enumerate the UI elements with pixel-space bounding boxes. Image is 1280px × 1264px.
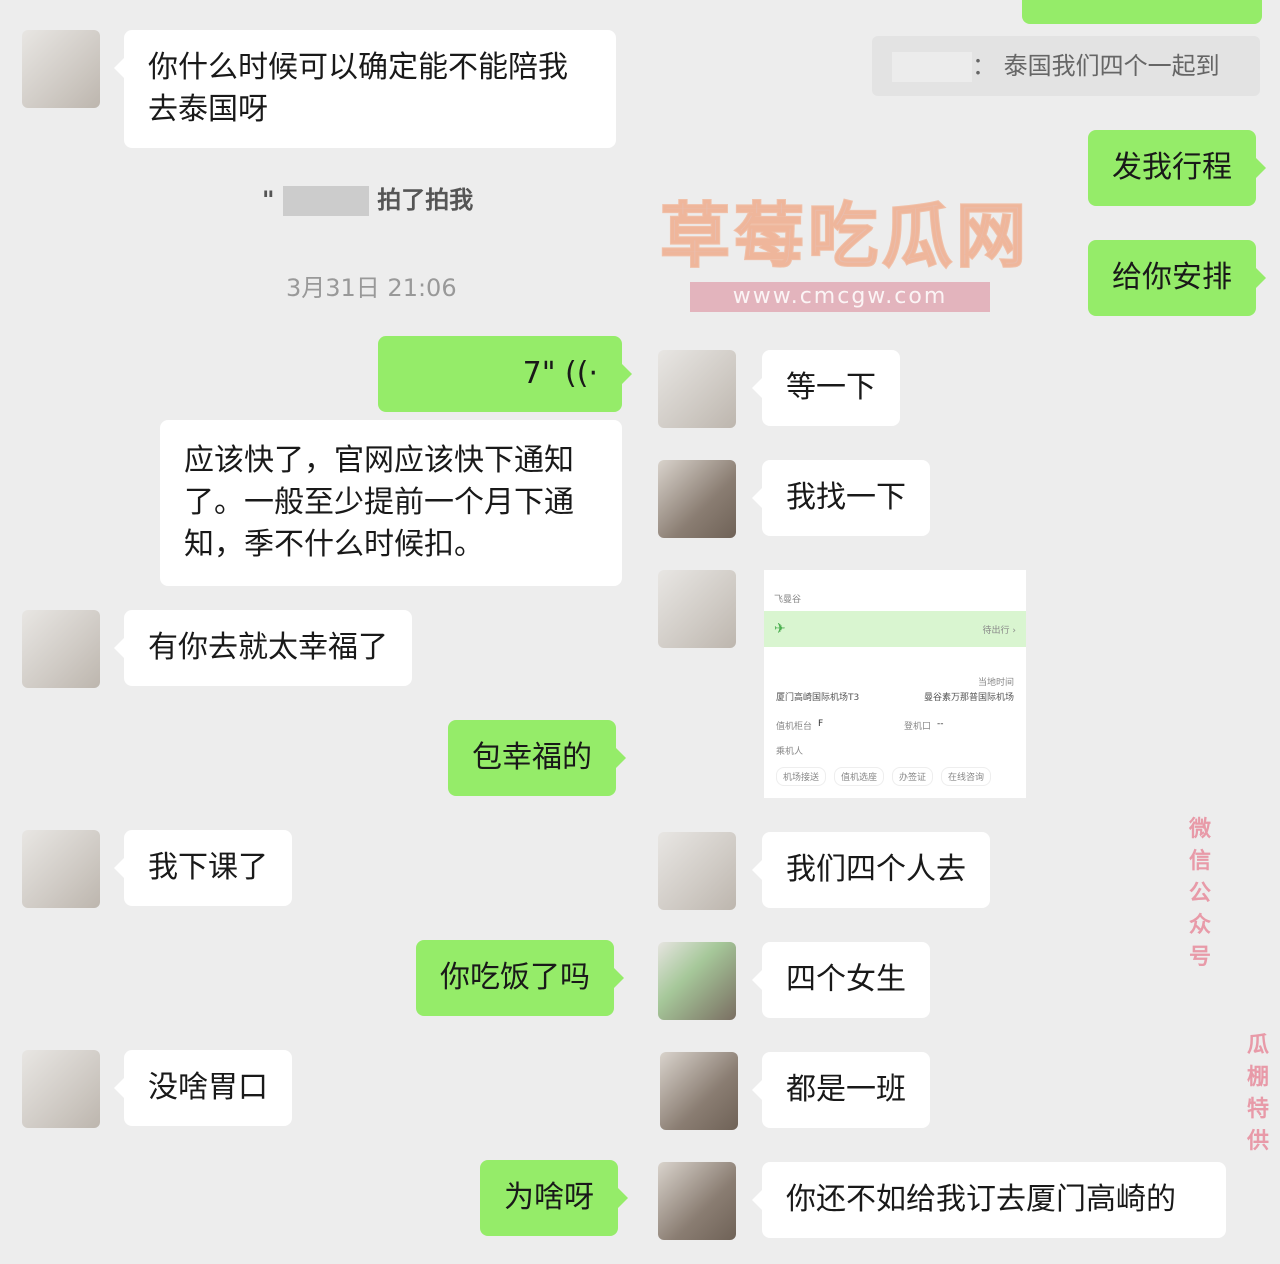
message-bubble: 有你去就太幸福了	[114, 610, 412, 686]
avatar[interactable]	[22, 610, 100, 688]
pat-notice: " 拍了拍我	[262, 186, 474, 216]
checkin-label: 值机柜台	[776, 722, 813, 732]
message-bubble: 你吃饭了吗	[416, 940, 624, 1016]
site-watermark: 草莓吃瓜网	[659, 194, 1030, 278]
quote-message[interactable]: ： 泰国我们四个一起到	[872, 36, 1260, 96]
vertical-watermark: 瓜棚特供	[1246, 1033, 1269, 1154]
message-bubble: 给你安排	[1088, 240, 1266, 316]
message-bubble: 包幸福的	[448, 720, 626, 796]
message-bubble: 我们四个人去	[752, 832, 990, 908]
quote-text: 泰国我们四个一起到	[1003, 52, 1220, 80]
card-header: 飞曼谷	[774, 595, 802, 605]
avatar[interactable]	[22, 1050, 100, 1128]
blurred-name	[282, 186, 369, 216]
plane-icon: ✈	[774, 621, 786, 637]
avatar[interactable]	[22, 830, 100, 908]
message-bubble-partial	[1022, 0, 1262, 24]
message-bubble: 我找一下	[752, 460, 930, 536]
blurred-name	[892, 52, 972, 82]
timestamp: 3月31日 21:06	[286, 274, 457, 302]
arrival-airport: 曼谷素万那普国际机场	[923, 693, 1014, 703]
message-bubble: 我下课了	[114, 830, 292, 906]
message-bubble: 为啥呀	[480, 1160, 628, 1236]
avatar[interactable]	[658, 942, 736, 1020]
card-action: 办签证	[892, 767, 934, 786]
voice-message[interactable]: 7" ((·	[378, 336, 632, 412]
card-action: 机场接送	[776, 767, 827, 786]
avatar[interactable]	[658, 832, 736, 910]
url-watermark: www.cmcgw.com	[690, 282, 990, 312]
passenger-label: 乘机人	[776, 747, 804, 757]
gate-label: 登机口	[904, 722, 932, 732]
avatar[interactable]	[658, 460, 736, 538]
avatar[interactable]	[660, 1052, 738, 1130]
departure-airport: 厦门高崎国际机场T3	[776, 693, 860, 703]
flight-screenshot-image[interactable]: 飞曼谷 ✈ 待出行 › 当地时间 厦门高崎国际机场T3 曼谷素万那普国际机场 值…	[764, 570, 1026, 798]
message-bubble: 你还不如给我订去厦门高崎的	[752, 1162, 1226, 1238]
gate-value: --	[937, 719, 944, 729]
message-bubble: 发我行程	[1088, 130, 1266, 206]
avatar[interactable]	[658, 570, 736, 648]
card-action: 在线咨询	[941, 767, 992, 786]
avatar[interactable]	[22, 30, 100, 108]
pat-text: 拍了拍我	[377, 186, 474, 214]
message-bubble: 都是一班	[752, 1052, 930, 1128]
card-action: 值机选座	[834, 767, 885, 786]
vertical-watermark: 微信公众号	[1188, 817, 1211, 970]
message-bubble: 四个女生	[752, 942, 930, 1018]
status-text: 待出行 ›	[982, 625, 1016, 636]
avatar[interactable]	[658, 350, 736, 428]
message-bubble: 应该快了，官网应该快下通知了。一般至少提前一个月下通知，季不什么时候扣。	[160, 420, 622, 586]
message-bubble: 等一下	[752, 350, 900, 426]
voice-icon: ((·	[565, 356, 598, 391]
avatar[interactable]	[658, 1162, 736, 1240]
message-bubble: 你什么时候可以确定能不能陪我去泰国呀	[114, 30, 616, 148]
message-bubble: 没啥胃口	[114, 1050, 292, 1126]
checkin-value: F	[818, 719, 824, 729]
local-time-label: 当地时间	[977, 678, 1014, 688]
voice-duration: 7"	[522, 356, 556, 391]
